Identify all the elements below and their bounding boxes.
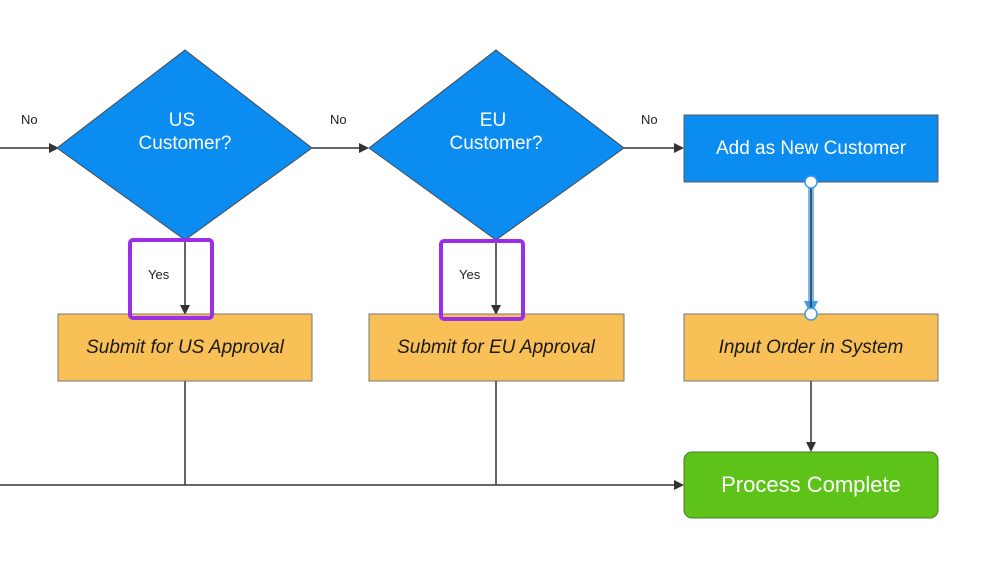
edge-label-no-us-to-eu: No — [330, 112, 347, 127]
edge-label-no-into-us: No — [21, 112, 38, 127]
submit-us-approval-label: Submit for US Approval — [86, 337, 285, 358]
input-order-node[interactable]: Input Order in System — [683, 313, 939, 382]
highlight-box-us-yes — [128, 238, 214, 320]
edge-handle-start[interactable] — [804, 175, 818, 189]
us-decision-label-line2: Customer? — [139, 133, 232, 154]
eu-decision-label-line1: EU — [480, 110, 506, 131]
edge-label-yes-eu: Yes — [459, 267, 481, 282]
edge-label-no-eu-to-new: No — [641, 112, 658, 127]
add-new-customer-node[interactable]: Add as New Customer — [683, 114, 939, 183]
submit-eu-approval-node[interactable]: Submit for EU Approval — [368, 313, 625, 382]
us-decision-label-line1: US — [169, 110, 195, 131]
process-complete-node[interactable]: Process Complete — [683, 451, 939, 519]
add-new-customer-label: Add as New Customer — [716, 138, 907, 159]
eu-decision-label-line2: Customer? — [450, 133, 543, 154]
highlight-box-eu-yes — [439, 239, 525, 321]
submit-us-approval-node[interactable]: Submit for US Approval — [57, 313, 313, 382]
eu-customer-decision[interactable]: EU Customer? — [368, 49, 625, 241]
us-customer-decision[interactable]: US Customer? — [56, 49, 313, 241]
edge-label-yes-us: Yes — [148, 267, 170, 282]
edge-handle-end[interactable] — [804, 307, 818, 321]
process-complete-label: Process Complete — [721, 472, 901, 497]
input-order-label: Input Order in System — [719, 337, 904, 358]
submit-eu-approval-label: Submit for EU Approval — [397, 337, 596, 358]
